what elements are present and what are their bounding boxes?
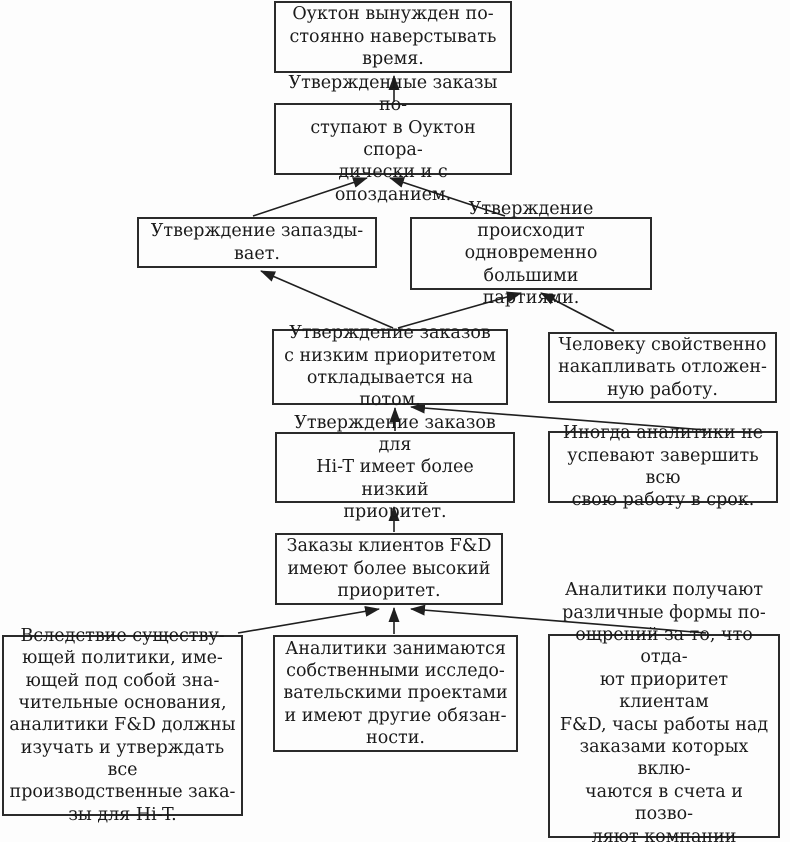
node-label-humans-accumulate-work: Человеку свойственно накапливать отложен… bbox=[558, 334, 767, 400]
node-low-priority-postponed: Утверждение заказов с низким приоритетом… bbox=[272, 323, 508, 410]
edge-policy-fd-approves-to-fd-clients-priority bbox=[237, 605, 380, 634]
node-oakton-behind: Оуктон вынужден по- стоянно наверстывать… bbox=[274, 1, 512, 73]
node-orders-sporadic: Утвержденные заказы по- ступают в Оуктон… bbox=[274, 73, 512, 205]
edge-analysts-incentives-to-fd-clients-priority bbox=[410, 604, 707, 634]
node-approval-late: Утверждение запазды- вает. bbox=[137, 217, 377, 268]
node-analysts-miss-deadlines: Иногда аналитики не успевают завершить в… bbox=[548, 423, 778, 510]
node-label-fd-clients-priority: Заказы клиентов F&D имеют более высокий … bbox=[286, 536, 492, 602]
node-label-hit-lower-priority: Утверждение заказов для Hi-T имеет более… bbox=[294, 412, 496, 523]
node-policy-fd-approves: Вследствие существу- ющей политики, име-… bbox=[2, 626, 243, 825]
node-label-low-priority-postponed: Утверждение заказов с низким приоритетом… bbox=[284, 323, 496, 411]
node-analysts-incentives: Аналитики получают различные формы по- о… bbox=[548, 580, 780, 842]
node-analysts-own-projects: Аналитики занимаются собственными исслед… bbox=[273, 635, 518, 752]
node-label-policy-fd-approves: Вследствие существу- ющей политики, име-… bbox=[9, 625, 236, 825]
edge-low-priority-postponed-to-approval-late bbox=[260, 270, 394, 329]
edge-humans-accumulate-work-to-approval-big-batches bbox=[540, 292, 615, 332]
edges-group bbox=[237, 75, 707, 634]
node-label-orders-sporadic: Утвержденные заказы по- ступают в Оуктон… bbox=[288, 72, 498, 205]
node-approval-big-batches: Утверждение происходит одновременно боль… bbox=[410, 199, 652, 308]
node-humans-accumulate-work: Человеку свойственно накапливать отложен… bbox=[548, 332, 777, 403]
edge-approval-big-batches-to-orders-sporadic bbox=[389, 177, 506, 217]
node-hit-lower-priority: Утверждение заказов для Hi-T имеет более… bbox=[275, 413, 515, 522]
edge-low-priority-postponed-to-approval-big-batches bbox=[397, 291, 522, 329]
node-label-analysts-own-projects: Аналитики занимаются собственными исслед… bbox=[283, 638, 508, 749]
node-label-analysts-miss-deadlines: Иногда аналитики не успевают завершить в… bbox=[562, 423, 764, 511]
edge-analysts-miss-deadlines-to-low-priority-postponed bbox=[410, 402, 707, 431]
node-label-analysts-incentives: Аналитики получают различные формы по- о… bbox=[559, 580, 769, 842]
edge-approval-late-to-orders-sporadic bbox=[252, 177, 368, 217]
node-fd-clients-priority: Заказы клиентов F&D имеют более высокий … bbox=[275, 533, 503, 605]
node-label-approval-big-batches: Утверждение происходит одновременно боль… bbox=[464, 198, 598, 309]
node-label-oakton-behind: Оуктон вынужден по- стоянно наверстывать… bbox=[289, 4, 497, 70]
node-label-approval-late: Утверждение запазды- вает. bbox=[150, 221, 364, 264]
